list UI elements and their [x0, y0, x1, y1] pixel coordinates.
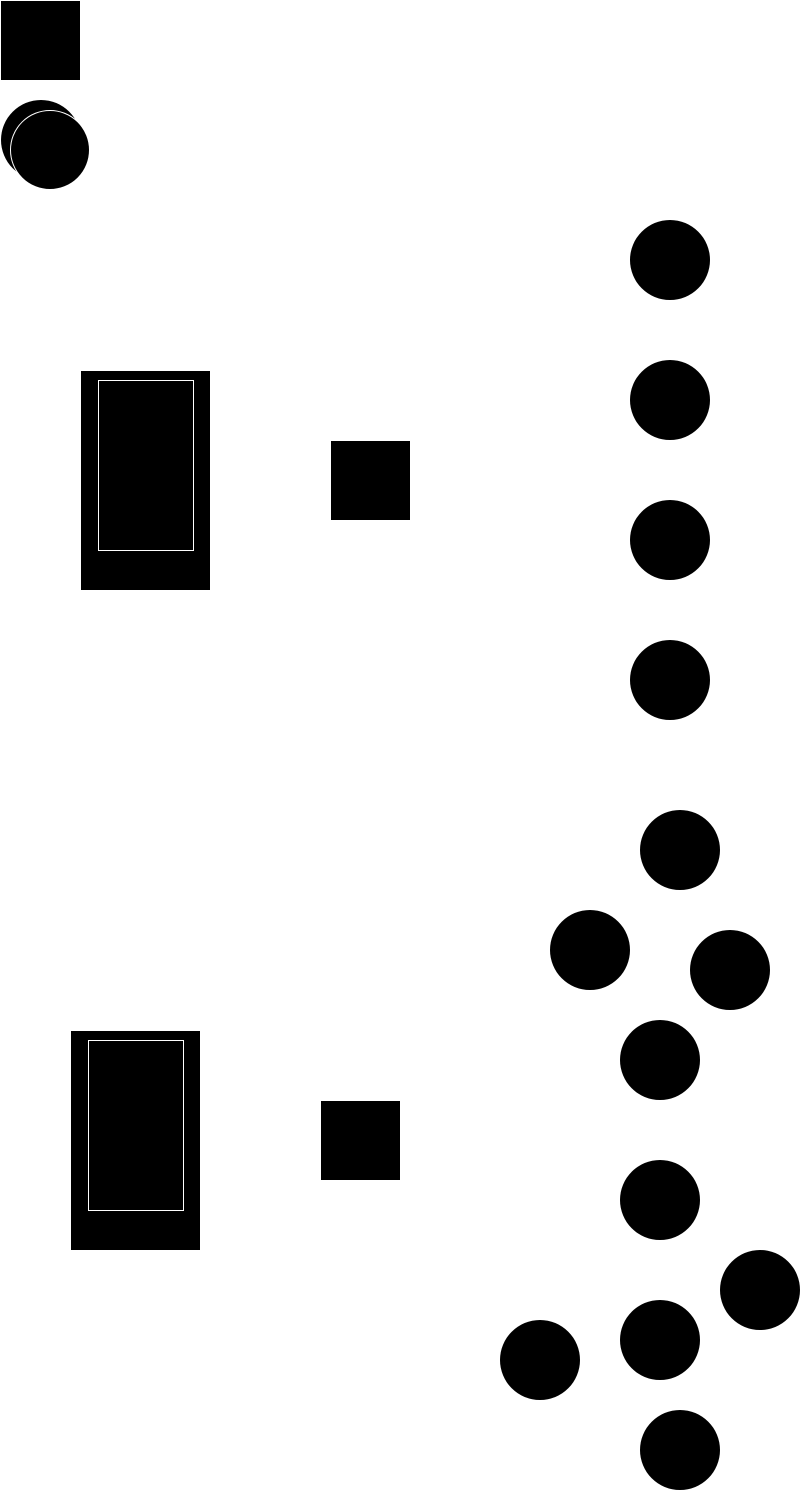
- lower-right-circle-7: [620, 1300, 700, 1380]
- top-left-circle-front: [10, 110, 90, 190]
- upper-tall-rectangle: [81, 371, 210, 590]
- upper-middle-square: [331, 441, 410, 520]
- lower-right-circle-5: [620, 1160, 700, 1240]
- lower-right-circle-4: [620, 1020, 700, 1100]
- upper-inner-rectangle: [98, 380, 194, 551]
- lower-inner-rectangle: [88, 1040, 184, 1211]
- lower-right-circle-2: [550, 910, 630, 990]
- lower-right-circle-1: [640, 810, 720, 890]
- lower-right-circle-6: [720, 1250, 800, 1330]
- lower-right-circle-9: [640, 1410, 720, 1490]
- top-left-square: [1, 1, 80, 80]
- lower-right-circle-3: [690, 930, 770, 1010]
- lower-right-circle-8: [500, 1320, 580, 1400]
- upper-right-circle-3: [630, 500, 710, 580]
- upper-right-circle-2: [630, 360, 710, 440]
- upper-right-circle-4: [630, 640, 710, 720]
- upper-right-circle-1: [630, 220, 710, 300]
- lower-tall-rectangle: [71, 1031, 200, 1250]
- lower-middle-square: [321, 1101, 400, 1180]
